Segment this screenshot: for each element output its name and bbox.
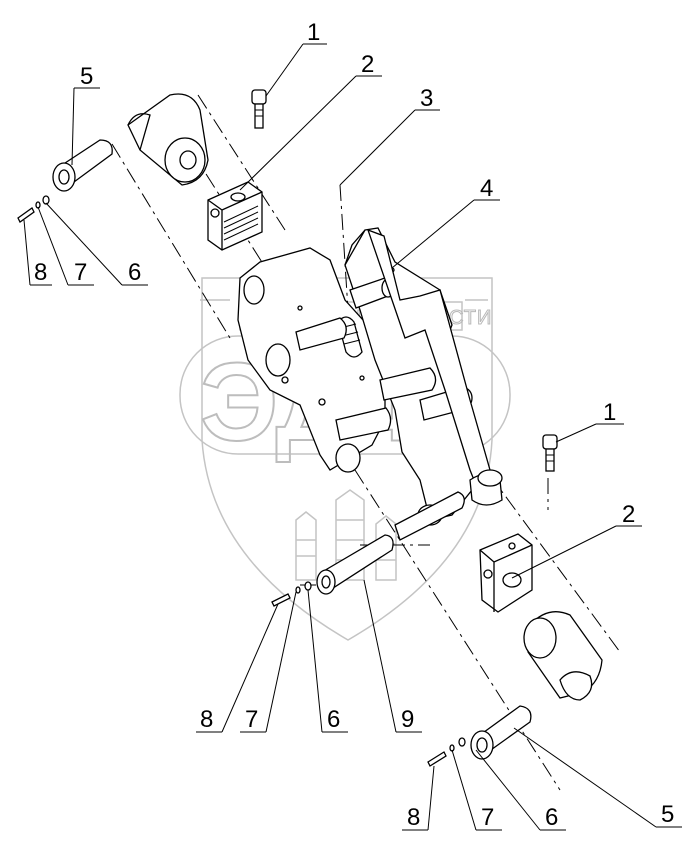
part-5-pin-upper [52,139,113,192]
part-2-block-upper [207,181,263,251]
part-3-frame [237,227,481,526]
callout-5-lower: 5 [661,801,674,828]
callout-6-upper: 6 [128,259,141,286]
callout-9: 9 [401,706,414,733]
fasteners-lower-right [427,737,466,767]
callout-1-upper: 1 [307,19,320,46]
callout-1-lower: 1 [603,399,616,426]
callout-2-upper: 2 [361,51,374,78]
cylinder-lower [523,611,603,701]
callout-labels: 1 2 3 4 5 8 7 6 1 2 8 7 6 9 8 7 6 5 [34,19,674,831]
cylinder-upper [127,93,209,186]
callout-2-lower: 2 [622,501,635,528]
part-2-block-lower [479,533,533,613]
callout-7-upper: 7 [74,259,87,286]
fasteners-upper-left [17,195,50,223]
part-4-arm [366,228,503,506]
callout-8-upper: 8 [34,259,47,286]
callout-6-lower-right: 6 [545,804,558,831]
callout-3: 3 [420,85,433,112]
callout-8-lower-middle: 8 [200,706,213,733]
part-9-shaft [316,491,465,595]
fasteners-lower-middle [271,581,312,607]
callout-5-upper: 5 [80,63,93,90]
part-5-pin-lower [470,705,532,760]
callout-4: 4 [480,175,493,202]
callout-7-lower-middle: 7 [245,706,258,733]
part-1-bolt-upper [251,89,267,129]
part-1-bolt-lower [542,434,558,472]
callout-7-lower-right: 7 [481,804,494,831]
callout-6-lower-middle: 6 [327,706,340,733]
leader-lines [23,43,682,831]
callout-8-lower-right: 8 [407,804,420,831]
